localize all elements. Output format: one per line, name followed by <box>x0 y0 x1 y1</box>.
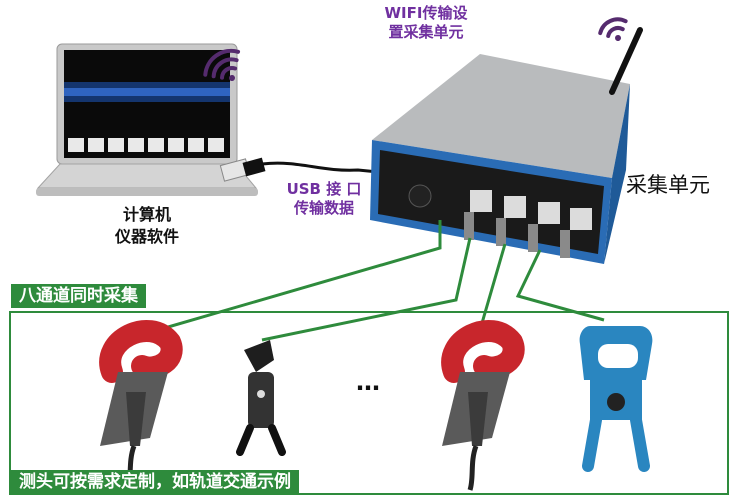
usb-label: USB 接 口 传输数据 <box>276 180 372 218</box>
wifi-label-line1: WIFI传输设 <box>384 4 468 22</box>
computer-label-line1: 计算机 <box>122 205 171 224</box>
computer-label: 计算机 仪器软件 <box>100 204 194 248</box>
wifi-icon <box>203 48 241 81</box>
unit-label: 采集单元 <box>626 173 710 197</box>
current-clamp-icon <box>441 320 525 491</box>
wifi-label: WIFI传输设 置采集单元 <box>371 4 481 42</box>
acquisition-unit-box <box>370 54 630 264</box>
ellipsis-text: … <box>356 368 380 396</box>
probe-frame <box>9 311 729 495</box>
wifi-icon <box>598 17 628 41</box>
eight-channel-tag: 八通道同时采集 <box>11 284 146 308</box>
antenna-icon <box>609 27 643 95</box>
connector-lines <box>143 220 605 342</box>
current-clamp-icon <box>579 326 653 472</box>
wifi-label-line2: 置采集单元 <box>388 23 464 41</box>
computer-label-line2: 仪器软件 <box>114 227 179 246</box>
usb-plug-icon <box>219 157 421 182</box>
usb-label-line1: USB 接 口 <box>286 180 362 198</box>
jaw-clamp-icon <box>236 340 286 456</box>
current-clamp-icon <box>99 320 183 491</box>
usb-label-line2: 传输数据 <box>293 199 354 217</box>
laptop-icon <box>36 43 258 196</box>
probe-note-tag: 测头可按需求定制，如轨道交通示例 <box>11 470 299 494</box>
